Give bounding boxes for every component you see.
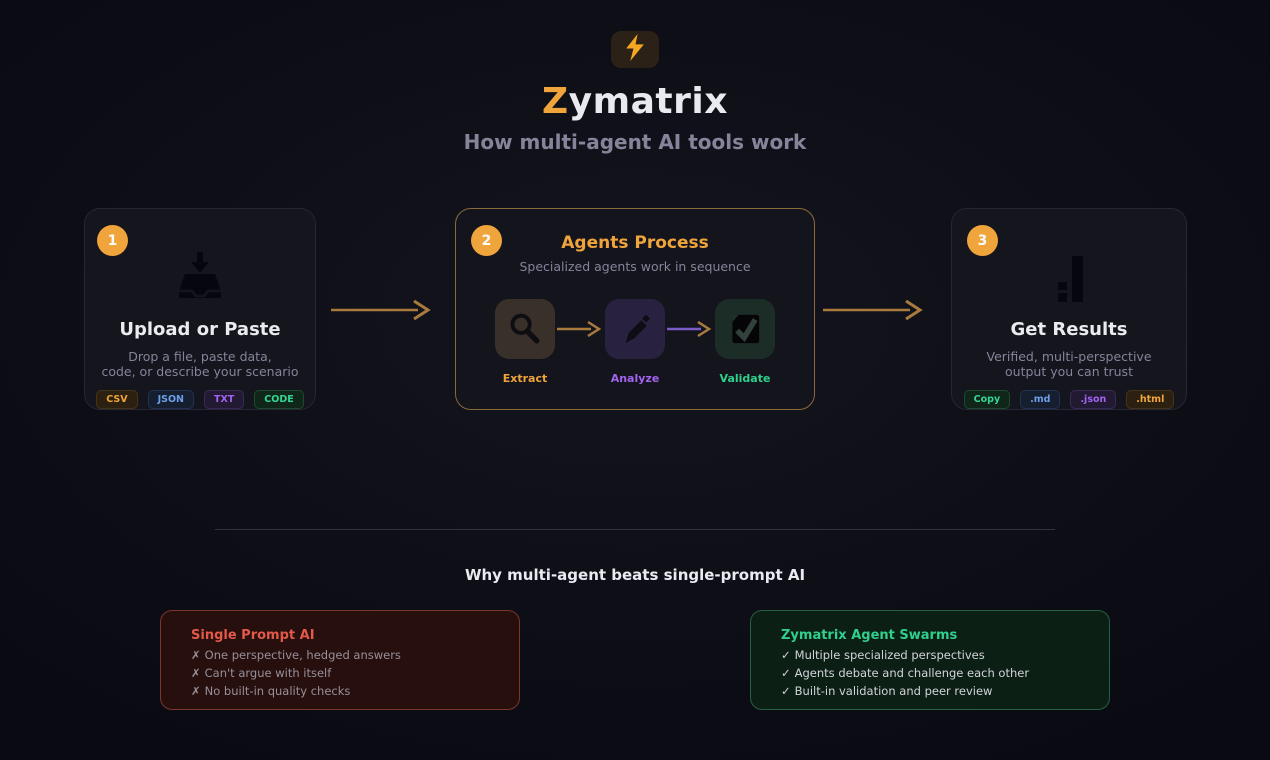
tag-json-out: .json (1070, 389, 1117, 409)
tag-json: JSON (147, 389, 194, 409)
tag-code: CODE (254, 389, 304, 409)
pro-item-text: Built-in validation and peer review (794, 684, 993, 698)
con-item-text: No built-in quality checks (204, 684, 351, 698)
single-prompt-card: Single Prompt AI ✗One perspective, hedge… (160, 610, 520, 710)
tag-txt: TXT (204, 389, 245, 409)
tag-copy: Copy (963, 389, 1011, 409)
bar-chart-icon (1040, 247, 1098, 305)
single-prompt-title: Single Prompt AI (191, 628, 315, 643)
step-subtitle: Specialized agents work in sequence (519, 259, 751, 274)
step-description: Verified, multi-perspective output you c… (986, 349, 1151, 380)
pro-item: ✓Multiple specialized perspectives (781, 649, 1079, 661)
step-number-badge: 1 (97, 225, 128, 256)
agent-label: Validate (719, 372, 771, 385)
agent-arrow-icon (555, 299, 605, 359)
agent-validate: Validate (715, 299, 775, 385)
page-title: Zymatrix (0, 81, 1270, 122)
tag-csv: CSV (96, 389, 138, 409)
flow-arrow-icon (823, 299, 923, 321)
step-number-badge: 3 (967, 225, 998, 256)
brand-initial: Z (542, 81, 569, 122)
pro-item-text: Agents debate and challenge each other (794, 666, 1030, 680)
step-description-line2: output you can trust (1005, 364, 1133, 379)
con-item-text: Can't argue with itself (204, 666, 332, 680)
magnifier-icon (495, 299, 555, 359)
brand-rest: ymatrix (568, 81, 728, 122)
format-tags: CSV JSON TXT CODE (96, 389, 304, 409)
step-card-agents: 2 Agents Process Specialized agents work… (455, 208, 815, 410)
con-item-text: One perspective, hedged answers (204, 648, 401, 662)
tag-md: .md (1020, 389, 1061, 409)
lightning-icon (625, 34, 646, 65)
step-title: Agents Process (561, 233, 709, 253)
agent-analyze: Analyze (605, 299, 665, 385)
step-card-results: 3 Get Results Verified, multi-perspectiv… (951, 208, 1187, 410)
step-card-upload: 1 Upload or Paste Drop a file, paste dat… (84, 208, 316, 410)
step-description-line1: Drop a file, paste data, (128, 348, 272, 364)
con-item: ✗No built-in quality checks (191, 685, 489, 697)
step-title: Upload or Paste (119, 318, 281, 340)
flow-arrow-icon (331, 299, 431, 321)
agent-swarms-card: Zymatrix Agent Swarms ✓Multiple speciali… (750, 610, 1110, 710)
page-subtitle: How multi-agent AI tools work (463, 130, 807, 154)
page-header: Zymatrix How multi-agent AI tools work (0, 0, 1270, 154)
agent-label: Extract (502, 372, 548, 385)
agent-swarms-title: Zymatrix Agent Swarms (781, 628, 958, 643)
step-title: Get Results (1010, 318, 1128, 340)
con-item: ✗One perspective, hedged answers (191, 649, 489, 661)
agent-extract: Extract (495, 299, 555, 385)
brand-logo (611, 31, 659, 68)
step-description: Drop a file, paste data, code, or descri… (101, 349, 298, 380)
cross-icon: ✗ (191, 684, 201, 698)
con-item: ✗Can't argue with itself (191, 667, 489, 679)
pro-item-text: Multiple specialized perspectives (794, 648, 985, 662)
agent-label: Analyze (610, 372, 660, 385)
check-icon: ✓ (781, 648, 791, 662)
comparison-heading: Why multi-agent beats single-prompt AI (464, 566, 806, 584)
step-description-line2: code, or describe your scenario (101, 364, 299, 379)
cross-icon: ✗ (191, 648, 201, 662)
checkbox-icon (715, 299, 775, 359)
agents-row: Extract Analyze (495, 299, 775, 385)
step-number-badge: 2 (471, 225, 502, 256)
check-icon: ✓ (781, 666, 791, 680)
pencil-icon (605, 299, 665, 359)
output-tags: Copy .md .json .html (963, 389, 1175, 409)
section-divider (215, 529, 1055, 530)
check-icon: ✓ (781, 684, 791, 698)
pro-item: ✓Built-in validation and peer review (781, 685, 1079, 697)
pro-item: ✓Agents debate and challenge each other (781, 667, 1079, 679)
tag-html: .html (1126, 389, 1175, 409)
cross-icon: ✗ (191, 666, 201, 680)
inbox-tray-icon (171, 247, 229, 305)
step-description-line1: Verified, multi-perspective (986, 348, 1152, 364)
agent-arrow-icon (665, 299, 715, 359)
